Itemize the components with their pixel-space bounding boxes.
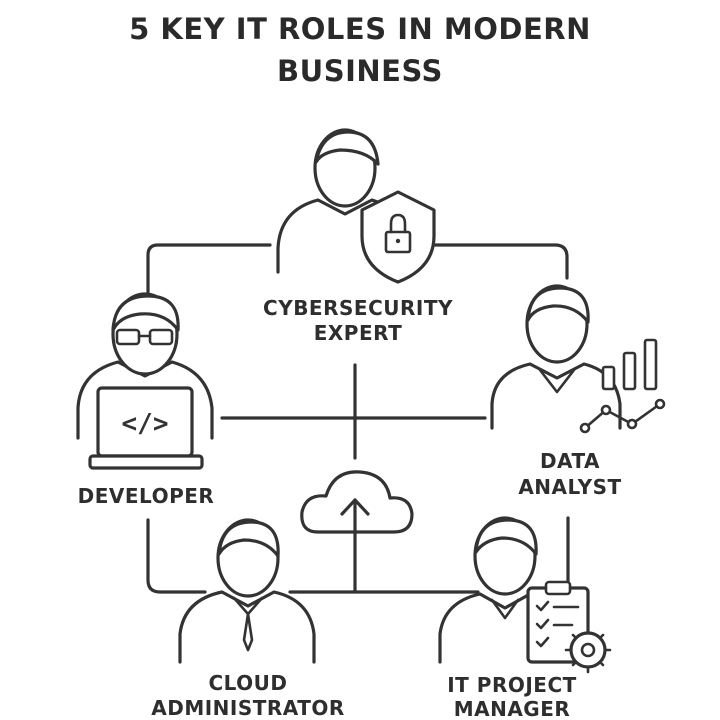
cybersecurity-label-line2: EXPERT bbox=[314, 321, 403, 345]
connector-cyber-data bbox=[428, 243, 569, 280]
data-analyst-label-line1: DATA bbox=[540, 449, 600, 473]
project-manager-label-line2: MANAGER bbox=[454, 697, 571, 720]
cloud-admin-person bbox=[178, 518, 316, 664]
cloud-admin-label-line2: ADMINISTRATOR bbox=[151, 696, 345, 720]
developer-label: DEVELOPER bbox=[78, 484, 215, 508]
connector-dev-cyber bbox=[146, 243, 272, 302]
code-glyph: </> bbox=[122, 409, 169, 439]
title-line-2: BUSINESS bbox=[277, 54, 443, 88]
connector-dev-cloud bbox=[146, 518, 207, 594]
clipboard-gear-icon bbox=[526, 580, 612, 674]
title-line-1: 5 KEY IT ROLES IN MODERN bbox=[129, 12, 591, 46]
cloud-admin-label-line1: CLOUD bbox=[208, 671, 287, 695]
data-analyst-label-line2: ANALYST bbox=[518, 475, 621, 499]
laptop-code-icon: </> bbox=[88, 386, 204, 470]
cloud-upload-icon bbox=[300, 470, 414, 592]
bar-chart-icon bbox=[579, 338, 666, 434]
project-manager-label-line1: IT PROJECT bbox=[447, 673, 577, 697]
shield-lock-icon bbox=[360, 190, 436, 284]
connector-lines bbox=[146, 243, 570, 594]
cybersecurity-label-line1: CYBERSECURITY bbox=[263, 296, 453, 320]
data-analyst-person bbox=[490, 284, 622, 430]
